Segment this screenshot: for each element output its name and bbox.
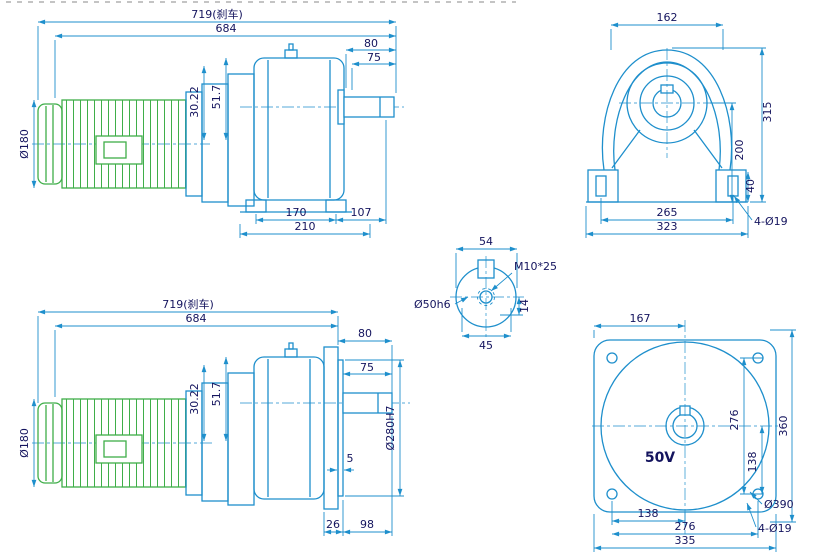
dim-overall-brake: 719(刹车): [191, 7, 243, 21]
gearbox-top: [185, 43, 395, 213]
dim-51-7-2: 51.7: [210, 382, 223, 407]
dimensions-bottom-side: 719(刹车) 684 80 75 30.22 51.7 Ø180 Ø280H7…: [18, 297, 404, 536]
dim-167: 167: [630, 312, 651, 325]
dim-170: 170: [286, 206, 307, 219]
dim-54: 54: [479, 235, 493, 248]
dim-40: 40: [744, 179, 757, 193]
view-bottom-side: 719(刹车) 684 80 75 30.22 51.7 Ø180 Ø280H7…: [18, 297, 410, 536]
gearbox-bottom: [185, 342, 393, 510]
dim-overall-2: 684: [186, 312, 207, 325]
dim-200: 200: [733, 140, 746, 161]
dim-30-22-2: 30.22: [188, 383, 201, 415]
dim-30-22: 30.22: [188, 86, 201, 118]
dim-276-right: 276: [728, 410, 741, 431]
view-bottom-front: 50V 167 276 138 360 Ø390 4-Ø19 138 276 3…: [592, 312, 796, 552]
dim-51-7: 51.7: [210, 85, 223, 110]
dim-315: 315: [761, 102, 774, 123]
front-centerlines: [619, 48, 715, 158]
dim-foot-holes: 4-Ø19: [754, 215, 788, 228]
dim-265: 265: [657, 206, 678, 219]
brand-label: 50V: [645, 450, 675, 466]
view-top-side: 719(刹车) 684 80 75 30.22 51.7 Ø180 170 10…: [18, 7, 404, 238]
dim-107: 107: [351, 206, 372, 219]
dim-dia180: Ø180: [18, 129, 31, 159]
dim-335: 335: [675, 534, 696, 547]
dim-26: 26: [326, 518, 340, 531]
section-centerlines: [450, 256, 524, 338]
dim-thread: M10*25: [514, 260, 557, 273]
dim-323: 323: [657, 220, 678, 233]
dimensions-top-side: 719(刹车) 684 80 75 30.22 51.7 Ø180 170 10…: [18, 7, 397, 238]
dimensions-bottom-front: 167 276 138 360 Ø390 4-Ø19 138 276 335: [593, 312, 796, 552]
motor-top: [37, 99, 187, 189]
dimensions-shaft-section: 54 45 14 M10*25 Ø50h6: [414, 235, 557, 352]
dim-dia50h6: Ø50h6: [414, 298, 451, 311]
dim-210: 210: [295, 220, 316, 233]
dimensions-top-front: 162 315 200 40 265 323 4-Ø19: [585, 11, 788, 238]
dim-45: 45: [479, 339, 493, 352]
dim-276-bottom: 276: [675, 520, 696, 533]
dim-162: 162: [657, 11, 678, 24]
dim-14: 14: [518, 299, 531, 313]
dim-75: 75: [367, 51, 381, 64]
dim-dia280h7: Ø280H7: [384, 406, 397, 451]
motor-bottom: [37, 398, 187, 488]
dim-98: 98: [360, 518, 374, 531]
dim-overall-brake-2: 719(刹车): [162, 297, 214, 311]
dim-dia180-2: Ø180: [18, 428, 31, 458]
dim-138-right: 138: [746, 452, 759, 473]
view-shaft-section: 54 45 14 M10*25 Ø50h6: [414, 235, 557, 352]
dim-5: 5: [347, 452, 354, 465]
dim-80-2: 80: [358, 327, 372, 340]
flange-centerlines: [592, 320, 778, 534]
dim-dia390: Ø390: [764, 498, 794, 511]
dim-80: 80: [364, 37, 378, 50]
view-top-front: 162 315 200 40 265 323 4-Ø19: [585, 11, 788, 238]
dim-flange-holes: 4-Ø19: [758, 522, 792, 535]
dim-75-2: 75: [360, 361, 374, 374]
dim-138-bottom: 138: [638, 507, 659, 520]
dim-overall: 684: [216, 22, 237, 35]
dim-360: 360: [777, 416, 790, 437]
